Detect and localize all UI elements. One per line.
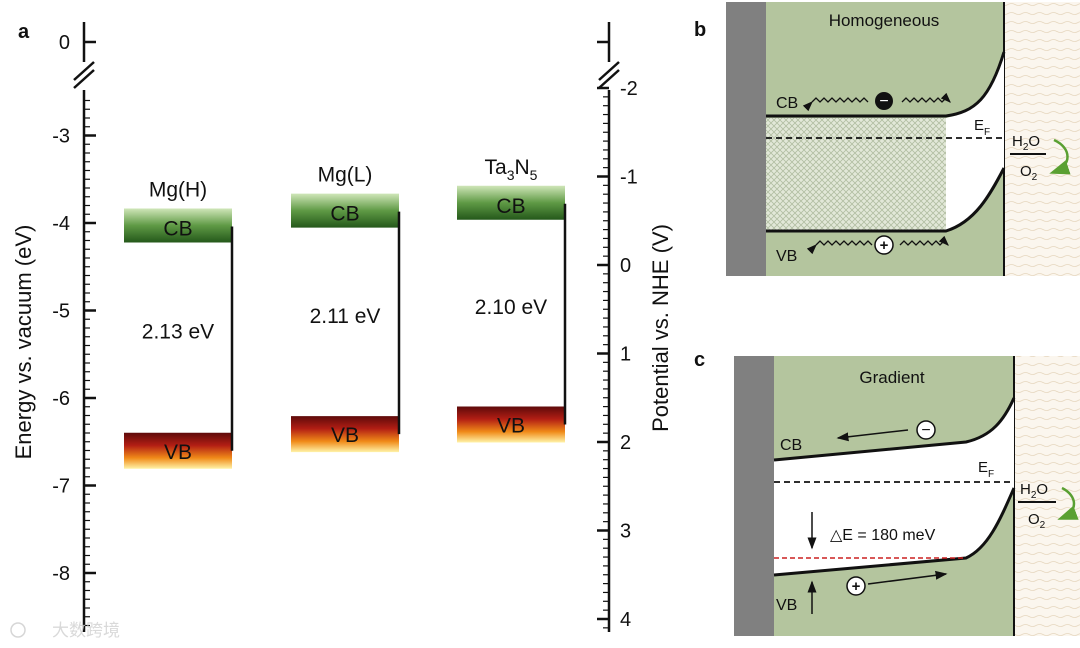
panel-b: b Homogeneous CB VB EF − + H2O O2: [694, 2, 1080, 276]
vb-block-label: VB: [331, 424, 359, 447]
cb-label-c: CB: [780, 437, 802, 454]
electron-symbol-b: −: [879, 93, 888, 110]
substrate-c: [734, 356, 774, 636]
electron-arrow-c: [836, 429, 909, 442]
left-tick-label: -4: [52, 213, 70, 235]
vb-label-c: VB: [776, 597, 797, 614]
panel-c: c Gradient CB VB EF △E = 180 meV − +: [694, 349, 1080, 636]
watermark-text: 大数跨境: [52, 621, 120, 640]
vb-line-b: [766, 167, 1006, 233]
cb-block-label: CB: [163, 218, 192, 241]
electron-symbol-c: −: [921, 422, 930, 439]
left-tick-label: 0: [59, 32, 70, 54]
left-axis: 0 -3 -4 -5 -6 -7 -8: [52, 22, 96, 632]
electron-drift-left-b: [802, 97, 869, 112]
panel-c-label: c: [694, 349, 705, 371]
left-tick-label: -6: [52, 388, 70, 410]
panel-b-title: Homogeneous: [829, 11, 940, 30]
delta-e-label: △E = 180 meV: [830, 527, 936, 544]
right-axis: -2 -1 0 1 2 3 4: [597, 22, 638, 632]
material-name: Mg(H): [149, 179, 207, 202]
redox-arrow-b: [1049, 138, 1071, 175]
right-tick-label: 1: [620, 344, 631, 366]
cb-label-b: CB: [776, 95, 798, 112]
right-tick-label: -1: [620, 167, 638, 189]
axis-break-right-top: [598, 61, 620, 81]
left-tick-label: -5: [52, 301, 70, 323]
gap-label: 2.11 eV: [310, 305, 381, 328]
electron-b: [875, 92, 893, 110]
vb-label-b: VB: [776, 248, 797, 265]
gap-label: 2.10 eV: [475, 296, 547, 319]
substrate-b: [726, 2, 766, 276]
gap-label: 2.13 eV: [142, 321, 214, 344]
cb-block: [124, 208, 232, 243]
panel-a-label: a: [18, 21, 30, 43]
hole-drift-left-b: [806, 240, 873, 255]
right-tick-label: 4: [620, 609, 631, 631]
ef-label-b: EF: [974, 117, 990, 138]
hole-arrow-c: [867, 570, 948, 585]
bandgap-pattern-b: [766, 118, 946, 230]
right-tick-label: -2: [620, 78, 638, 100]
left-tick-label: -8: [52, 563, 70, 585]
axis-break-left-bottom: [73, 69, 95, 89]
hole-c: [846, 576, 866, 596]
bandgap-region-c: [774, 398, 1014, 575]
right-tick-label: 0: [620, 255, 631, 277]
hole-symbol-c: +: [852, 578, 861, 595]
ef-label-c: EF: [978, 459, 994, 480]
band-group: Mg(L) CB VB 2.11 eV: [291, 164, 401, 453]
hole-symbol-b: +: [880, 237, 889, 254]
axis-break-left-top: [73, 61, 95, 81]
material-name: Mg(L): [318, 164, 373, 187]
vb-block-label: VB: [164, 441, 192, 464]
vb-block: [124, 432, 232, 469]
cb-line-c: [773, 397, 1016, 462]
watermark: 大数跨境: [10, 621, 120, 640]
depletion-region-b: [946, 52, 1004, 230]
vb-line-c: [773, 487, 1016, 577]
redox-bottom-b: O2: [1020, 163, 1038, 183]
redox-bottom-c: O2: [1028, 511, 1046, 531]
electron-drift-right-b: [901, 92, 951, 103]
panel-a: a 0 -3 -4 -5 -6 -7 -8 Energy vs. vacuum (eV) -…: [11, 21, 673, 632]
left-tick-label: -3: [52, 126, 70, 148]
left-tick-label: -7: [52, 476, 70, 498]
band-group: Mg(H) CB VB 2.13 eV: [124, 179, 234, 469]
right-axis-title: Potential vs. NHE (V): [648, 224, 673, 432]
cb-block: [457, 185, 565, 220]
redox-arrow-c: [1057, 486, 1079, 520]
panel-b-label: b: [694, 19, 706, 41]
electrolyte-c: [1014, 356, 1080, 636]
redox-top-c: H2O: [1020, 481, 1048, 501]
cb-line-b: [766, 51, 1006, 118]
electrolyte-b: [1004, 2, 1080, 276]
material-name: Ta3N5: [485, 156, 538, 183]
cb-block-label: CB: [496, 195, 525, 218]
hole-drift-right-b: [899, 235, 949, 246]
right-tick-label: 2: [620, 432, 631, 454]
axis-break-right-bottom: [598, 69, 620, 89]
cb-block-label: CB: [330, 203, 359, 226]
cb-block: [291, 193, 399, 228]
vb-block-label: VB: [497, 415, 525, 438]
electron-c: [916, 420, 936, 440]
right-tick-label: 3: [620, 521, 631, 543]
watermark-logo-icon: [10, 622, 26, 638]
panel-c-title: Gradient: [859, 368, 924, 387]
redox-top-b: H2O: [1012, 133, 1040, 153]
hole-b: [874, 235, 894, 255]
vb-block: [457, 406, 565, 443]
left-axis-title: Energy vs. vacuum (eV): [11, 225, 36, 460]
vb-block: [291, 416, 399, 453]
